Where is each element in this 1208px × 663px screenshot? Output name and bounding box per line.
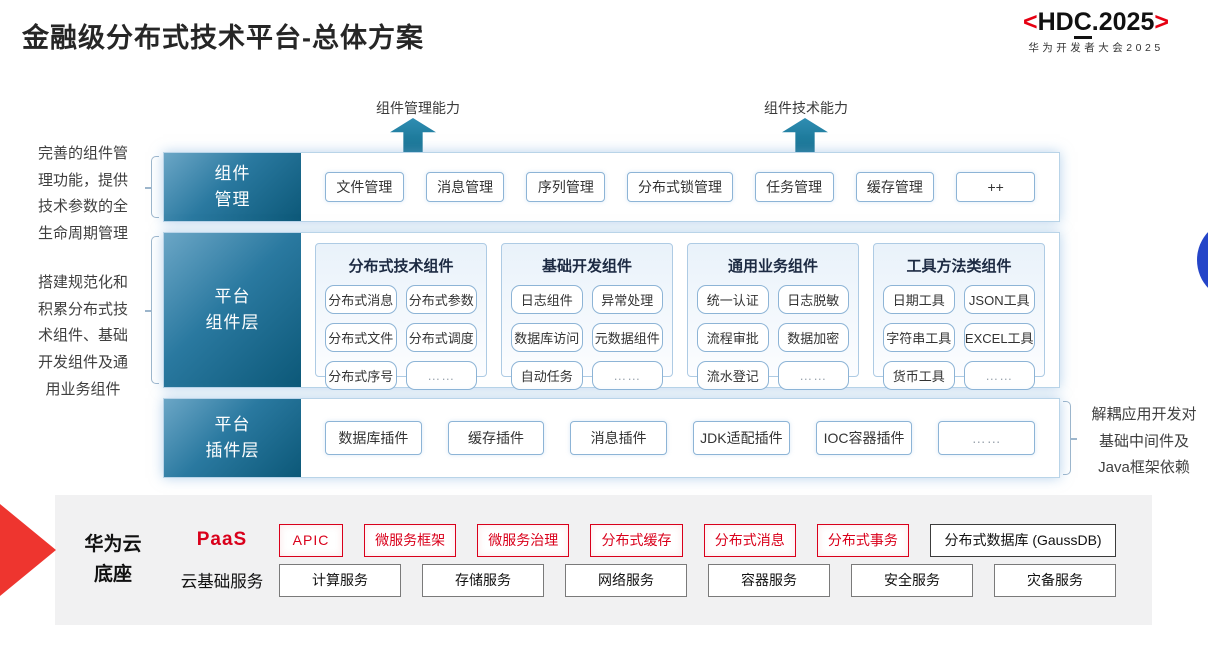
cloud-services-label: 云基础服务: [180, 573, 264, 591]
group-title: 基础开发组件: [541, 258, 632, 275]
mgmt-item: 消息管理: [425, 172, 505, 202]
foundation-label: 华为云 底座: [84, 533, 142, 585]
cloud-service: 计算服务: [279, 563, 401, 597]
cloud-service: 容器服务: [708, 563, 830, 597]
huawei-cloud-foundation: 华为云 底座 PaaS APIC 微服务框架 微服务治理 分布式缓存 分布式消息…: [55, 495, 1152, 625]
row-component-management: 组件 管理 文件管理 消息管理 序列管理 分布式锁管理 任务管理 缓存管理 ++: [163, 152, 1060, 222]
bracket-row3: [1063, 401, 1077, 475]
component-cell: 数据库访问: [511, 323, 583, 352]
arrow-label-tech: 组件技术能力: [764, 100, 848, 116]
component-cell: 货币工具: [883, 361, 955, 390]
group-distributed-tech: 分布式技术组件 分布式消息 分布式参数 分布式文件 分布式调度 分布式序号 ……: [315, 243, 487, 390]
group-basic-dev: 基础开发组件 日志组件 异常处理 数据库访问 元数据组件 自动任务 ……: [501, 243, 673, 390]
component-cell-more: ……: [777, 361, 849, 390]
logo-left-bracket-icon: <: [1023, 8, 1038, 36]
mgmt-item: 文件管理: [325, 172, 404, 202]
component-cell: 异常处理: [591, 285, 663, 314]
component-groups: 分布式技术组件 分布式消息 分布式参数 分布式文件 分布式调度 分布式序号 ………: [301, 233, 1059, 390]
component-cell: 分布式序号: [325, 361, 397, 390]
row-platform-plugins: 平台 插件层 数据库插件 缓存插件 消息插件 JDK适配插件 IOC容器插件 ……: [163, 398, 1060, 478]
hdc-logo: <HDC.2025> 华为开发者大会2025: [996, 8, 1196, 55]
component-cell: 分布式文件: [325, 323, 397, 352]
mgmt-item: 分布式锁管理: [627, 172, 733, 202]
mgmt-item: ++: [956, 172, 1035, 202]
component-cell: 自动任务: [511, 361, 583, 390]
paas-service: 分布式缓存: [590, 523, 683, 557]
component-cell: 元数据组件: [591, 323, 663, 352]
cloud-service: 网络服务: [565, 563, 687, 597]
logo-right-bracket-icon: >: [1154, 8, 1169, 36]
note-left-top: 完善的组件管 理功能，提供 技术参数的全 生命周期管理: [37, 145, 128, 243]
group-common-business: 通用业务组件 统一认证 日志脱敏 流程审批 数据加密 流水登记 ……: [687, 243, 859, 390]
component-cell: 统一认证: [697, 285, 769, 314]
mgmt-item: 序列管理: [526, 172, 606, 202]
row-content: 数据库插件 缓存插件 消息插件 JDK适配插件 IOC容器插件 ……: [301, 399, 1059, 477]
paas-service-gaussdb: 分布式数据库 (GaussDB): [930, 523, 1117, 557]
paas-service: 微服务框架: [364, 523, 457, 557]
plugin-item-more: ……: [938, 421, 1036, 455]
cloud-service: 安全服务: [851, 563, 973, 597]
component-cell-more: ……: [405, 361, 477, 390]
page-title: 金融级分布式技术平台-总体方案: [22, 23, 424, 53]
paas-row: PaaS APIC 微服务框架 微服务治理 分布式缓存 分布式消息 分布式事务 …: [171, 523, 1117, 557]
component-cell: 数据加密: [777, 323, 849, 352]
cloud-service: 灾备服务: [994, 563, 1116, 597]
component-cell: EXCEL工具: [963, 323, 1035, 352]
plugin-item: IOC容器插件: [815, 421, 913, 455]
up-arrow-icon: [782, 118, 828, 152]
plugin-item: 数据库插件: [325, 421, 422, 455]
row-content: 文件管理 消息管理 序列管理 分布式锁管理 任务管理 缓存管理 ++: [301, 153, 1059, 221]
component-cell: 分布式消息: [325, 285, 397, 314]
paas-service: APIC: [279, 523, 343, 557]
row-platform-components: 平台 组件层 分布式技术组件 分布式消息 分布式参数 分布式文件 分布式调度 分…: [163, 232, 1060, 390]
paas-service: 微服务治理: [477, 523, 570, 557]
component-cell: 分布式参数: [405, 285, 477, 314]
paas-service: 分布式事务: [816, 523, 910, 557]
blue-circle-decoration: [1197, 219, 1208, 301]
row-label-platform-components: 平台 组件层: [164, 233, 301, 387]
row-label-platform-plugins: 平台 插件层: [164, 399, 301, 477]
plugin-item: JDK适配插件: [693, 421, 790, 455]
component-cell: 字符串工具: [883, 323, 955, 352]
bracket-row2: [145, 236, 159, 384]
hdc-logo-subtitle: 华为开发者大会2025: [1028, 42, 1164, 54]
component-cell-more: ……: [591, 361, 663, 390]
component-cell: 流程审批: [697, 323, 769, 352]
component-cell: JSON工具: [963, 285, 1035, 314]
paas-service: 分布式消息: [703, 523, 796, 557]
component-cell: 日志组件: [511, 285, 583, 314]
plugin-item: 缓存插件: [447, 421, 545, 455]
cloud-services-row: 云基础服务 计算服务 存储服务 网络服务 容器服务 安全服务 灾备服务: [171, 563, 1116, 597]
group-title: 工具方法类组件: [906, 258, 1012, 275]
up-arrow-icon: [390, 118, 436, 152]
group-tool-methods: 工具方法类组件 日期工具 JSON工具 字符串工具 EXCEL工具 货币工具 ……: [873, 243, 1045, 390]
mgmt-item: 任务管理: [754, 172, 834, 202]
note-left-bottom: 搭建规范化和 积累分布式技 术组件、基础 开发组件及通 用业务组件: [37, 274, 128, 398]
cloud-service: 存储服务: [422, 563, 544, 597]
group-title: 通用业务组件: [727, 258, 818, 275]
hdc-logo-text: <HDC.2025>: [996, 8, 1196, 39]
component-cell-more: ……: [963, 361, 1035, 390]
component-cell: 流水登记: [697, 361, 769, 390]
bracket-row1: [145, 156, 159, 218]
note-right: 解耦应用开发对 基础中间件及 Java框架依赖: [1091, 406, 1197, 477]
mgmt-item: 缓存管理: [855, 172, 935, 202]
component-cell: 日期工具: [883, 285, 955, 314]
component-cell: 日志脱敏: [777, 285, 849, 314]
group-title: 分布式技术组件: [348, 258, 454, 275]
paas-label: PaaS: [196, 529, 248, 550]
component-cell: 分布式调度: [405, 323, 477, 352]
arrow-label-mgmt: 组件管理能力: [376, 100, 460, 116]
row-label-component-management: 组件 管理: [164, 153, 301, 221]
plugin-item: 消息插件: [570, 421, 668, 455]
red-wedge-icon: [0, 504, 56, 596]
